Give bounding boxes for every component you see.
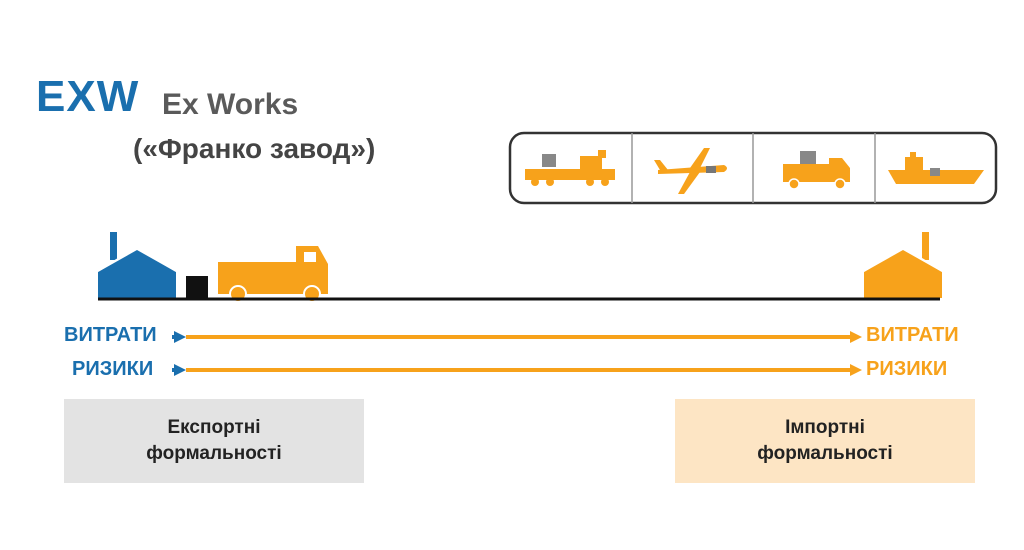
train-icon	[525, 150, 615, 186]
seller-warehouse-icon	[95, 232, 179, 298]
costs-arrow	[172, 331, 862, 343]
risks-arrow	[172, 364, 862, 376]
truck-icon	[783, 151, 850, 190]
import-formalities-box: Імпортні формальності	[675, 399, 975, 483]
export-formalities-line2: формальності	[146, 443, 282, 464]
seller-costs-label: ВИТРАТИ	[64, 324, 157, 346]
cargo-box-icon	[186, 276, 208, 298]
ship-icon	[888, 152, 984, 184]
buyer-warehouse-icon	[861, 232, 945, 298]
seller-risks-label: РИЗИКИ	[72, 358, 154, 380]
delivery-truck-icon	[218, 246, 328, 303]
export-formalities-line1: Експортні	[167, 417, 261, 439]
incoterm-code: EXW	[36, 72, 140, 121]
airplane-icon	[654, 148, 727, 194]
buyer-risks-label: РИЗИКИ	[866, 358, 948, 380]
import-formalities-line1: Імпортні	[785, 417, 865, 439]
export-formalities-box: Експортні формальності	[64, 399, 364, 483]
incoterm-subtitle: («Франко завод»)	[133, 133, 376, 164]
transport-modes-panel	[508, 131, 998, 205]
incoterm-name: Ex Works	[162, 88, 299, 121]
import-formalities-line2: формальності	[757, 443, 893, 464]
buyer-costs-label: ВИТРАТИ	[866, 324, 959, 346]
